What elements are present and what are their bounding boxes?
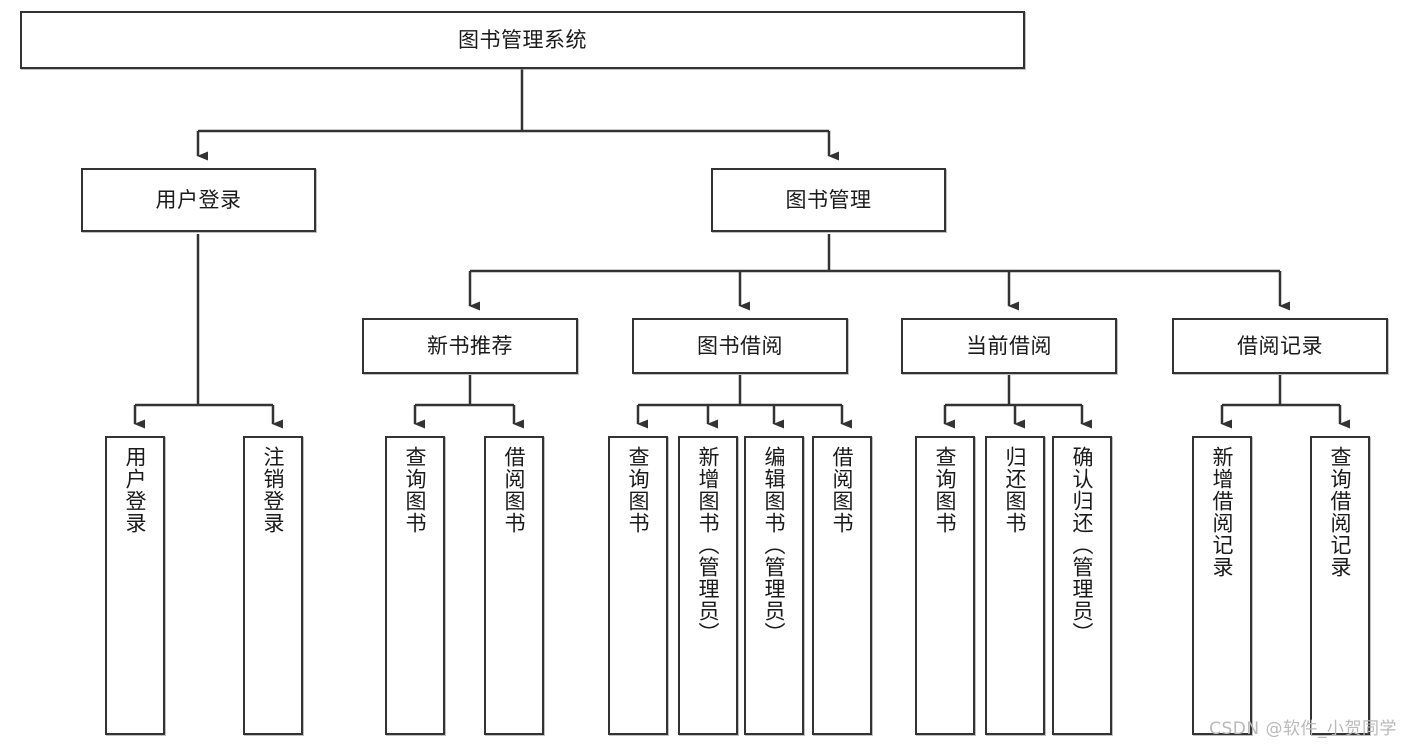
leaf-current-borrow-return-book[interactable]: 归还图书 <box>985 436 1045 735</box>
leaf-current-borrow-confirm-return[interactable]: 确认归还（管理员） <box>1052 436 1112 735</box>
node-book-management[interactable]: 图书管理 <box>711 168 946 232</box>
node-borrow-record[interactable]: 借阅记录 <box>1172 318 1388 374</box>
leaf-current-borrow-return-book-label: 归还图书 <box>1003 446 1028 534</box>
leaf-book-borrow-add-book-label: 新增图书（管理员） <box>696 446 721 644</box>
node-new-book-recommend-label: 新书推荐 <box>427 333 513 358</box>
leaf-book-borrow-edit-book-label: 编辑图书（管理员） <box>762 446 787 644</box>
node-root-system-label: 图书管理系统 <box>458 27 587 52</box>
leaf-book-borrow-borrow-book-label: 借阅图书 <box>830 446 855 534</box>
leaf-current-borrow-query-book[interactable]: 查询图书 <box>915 436 975 735</box>
leaf-user-login-sign-in[interactable]: 用户登录 <box>105 436 165 735</box>
leaf-borrow-record-query-record[interactable]: 查询借阅记录 <box>1310 436 1370 735</box>
node-current-borrow[interactable]: 当前借阅 <box>901 318 1117 374</box>
node-root-system[interactable]: 图书管理系统 <box>20 11 1025 69</box>
node-book-borrow[interactable]: 图书借阅 <box>632 318 848 374</box>
csdn-watermark: CSDN @软件_小贺同学 <box>1209 719 1397 739</box>
leaf-new-book-query-book[interactable]: 查询图书 <box>385 436 445 735</box>
leaf-new-book-query-book-label: 查询图书 <box>403 446 428 534</box>
leaf-borrow-record-add-record-label: 新增借阅记录 <box>1210 446 1235 578</box>
leaf-book-borrow-query-book[interactable]: 查询图书 <box>608 436 668 735</box>
leaf-current-borrow-query-book-label: 查询图书 <box>933 446 958 534</box>
node-book-borrow-label: 图书借阅 <box>697 333 783 358</box>
leaf-book-borrow-borrow-book[interactable]: 借阅图书 <box>812 436 872 735</box>
node-book-management-label: 图书管理 <box>785 187 872 212</box>
node-new-book-recommend[interactable]: 新书推荐 <box>362 318 578 374</box>
leaf-user-login-sign-out-label: 注销登录 <box>261 446 286 534</box>
leaf-borrow-record-query-record-label: 查询借阅记录 <box>1328 446 1353 578</box>
leaf-new-book-borrow-book[interactable]: 借阅图书 <box>484 436 544 735</box>
node-user-login-label: 用户登录 <box>155 187 242 212</box>
leaf-borrow-record-add-record[interactable]: 新增借阅记录 <box>1192 436 1252 735</box>
node-user-login[interactable]: 用户登录 <box>81 168 316 232</box>
leaf-book-borrow-query-book-label: 查询图书 <box>626 446 651 534</box>
leaf-current-borrow-confirm-return-label: 确认归还（管理员） <box>1070 446 1095 644</box>
node-current-borrow-label: 当前借阅 <box>966 333 1052 358</box>
leaf-user-login-sign-out[interactable]: 注销登录 <box>243 436 303 735</box>
leaf-new-book-borrow-book-label: 借阅图书 <box>502 446 527 534</box>
leaf-book-borrow-edit-book[interactable]: 编辑图书（管理员） <box>744 436 804 735</box>
leaf-book-borrow-add-book[interactable]: 新增图书（管理员） <box>678 436 738 735</box>
leaf-user-login-sign-in-label: 用户登录 <box>123 446 148 534</box>
node-borrow-record-label: 借阅记录 <box>1237 333 1323 358</box>
